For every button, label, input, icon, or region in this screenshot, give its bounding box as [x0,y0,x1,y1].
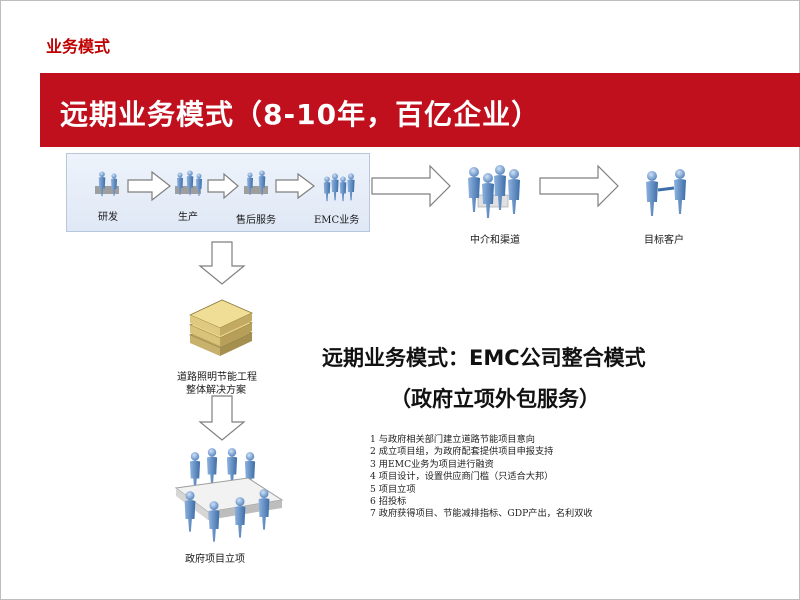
label-rd: 研发 [98,212,118,223]
list-item: 6 招投标 [370,496,407,508]
arrow-service-to-emc [275,172,315,200]
list-item: 7 政府获得项目、节能减排指标、GDP产出，名利双收 [370,508,593,520]
label-solution-line2: 整体解决方案 [186,385,246,396]
arrow-intermediary-to-customer [539,164,619,208]
intermediary-people-icon [468,165,520,218]
list-item: 1 与政府相关部门建立道路节能项目意向 [370,434,535,445]
label-after-sales: 售后服务 [236,215,276,226]
emc-people-icon [323,173,355,202]
section-tag: 业务模式 [46,37,111,56]
label-solution-line1: 道路照明节能工程 [177,372,257,383]
label-production: 生产 [178,212,198,223]
banner-title: 远期业务模式（8-10年，百亿企业） [60,98,541,131]
internal-flow-box [66,153,370,232]
label-intermediary: 中介和渠道 [470,235,520,246]
list-item: 3 用EMC业务为项目进行融资 [370,458,494,470]
steps-list: 1 与政府相关部门建立道路节能项目意向 2 成立项目组，为政府配套提供项目申报支… [370,434,593,521]
arrow-rd-to-production [127,170,171,202]
list-item: 2 成立项目组，为政府配套提供项目申报支持 [370,446,554,458]
list-item: 4 项目设计，设置供应商门槛（只适合大邦） [370,471,554,483]
solution-documents-icon [189,299,253,356]
after-sales-people-icon [244,170,268,196]
government-meeting-icon [174,448,284,542]
arrow-production-to-service [207,172,239,200]
list-item: 5 项目立项 [370,483,416,495]
model-title-line1: 远期业务模式：EMC公司整合模式 [322,346,646,370]
title-banner: 远期业务模式（8-10年，百亿企业） [40,73,800,147]
label-emc-business: EMC业务 [314,215,360,226]
model-title-line2: （政府立项外包服务） [390,387,600,411]
label-gov-project: 政府项目立项 [185,554,245,565]
arrow-emc-to-intermediary [371,164,451,208]
rd-people-icon [95,171,119,197]
target-customer-people-icon [646,169,686,216]
production-people-icon [175,170,202,196]
label-target-customer: 目标客户 [644,235,684,246]
arrow-down-1 [198,241,246,285]
arrow-down-2 [198,395,246,441]
